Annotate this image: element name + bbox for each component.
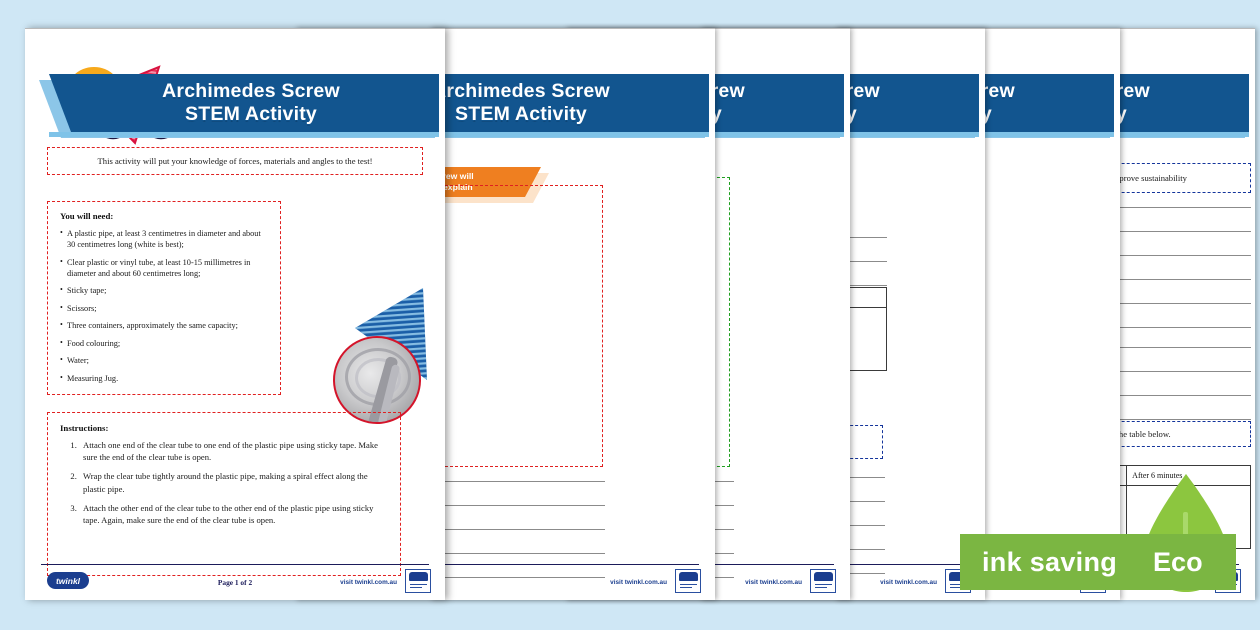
eco-badge: ink saving Eco: [960, 534, 1236, 590]
header-line2: STEM Activity: [455, 103, 587, 125]
eco-label: Eco: [1153, 546, 1203, 577]
table-cell[interactable]: [1036, 486, 1128, 548]
materials-box: You will need: A plastic pipe, at least …: [47, 201, 281, 395]
list-item: A plastic pipe, at least 3 centimetres i…: [60, 228, 270, 250]
table-header-cell: After 6 minutes: [1132, 471, 1183, 480]
twinkl-seal-icon: [675, 569, 701, 593]
footer-divider: [311, 563, 699, 565]
list-item: Water;: [60, 355, 270, 366]
note-text-p6-mid: g volumes in the table below.: [1070, 428, 1171, 439]
twinkl-seal-icon: [405, 569, 431, 593]
footer-visit-link[interactable]: visit twinkl.com.au: [745, 579, 802, 586]
header-line1: Archimedes Screw: [162, 80, 340, 102]
document-page-1[interactable]: Archimedes Screw STEM Activity This acti…: [25, 28, 445, 600]
intro-box: This activity will put your knowledge of…: [47, 147, 423, 175]
list-item: Sticky tape;: [60, 285, 270, 296]
footer-visit-link[interactable]: visit twinkl.com.au: [880, 579, 937, 586]
materials-list: A plastic pipe, at least 3 centimetres i…: [60, 228, 270, 384]
list-item: Three containers, approximately the same…: [60, 320, 270, 331]
header-line1: Archimedes Screw: [432, 80, 610, 102]
list-item: Attach the other end of the clear tube t…: [79, 502, 390, 526]
list-item: Food colouring;: [60, 338, 270, 349]
instructions-box: Instructions: Attach one end of the clea…: [47, 412, 401, 576]
screw-photo: [333, 336, 421, 424]
intro-text: This activity will put your knowledge of…: [97, 155, 373, 166]
note-text-p6-top: rn world to improve sustainability: [1070, 172, 1187, 183]
page-number: Page 1 of 2: [217, 578, 253, 587]
ink-saving-label: ink saving: [982, 546, 1118, 577]
answer-box-p2[interactable]: [435, 185, 603, 467]
archimedes-screw-illustration: [325, 284, 445, 424]
list-item: Wrap the clear tube tightly around the p…: [79, 470, 390, 494]
writing-lines-p6-a: [1061, 207, 1251, 329]
header-line2: STEM Activity: [185, 103, 317, 125]
footer-visit-link[interactable]: visit twinkl.com.au: [610, 579, 667, 586]
list-item: Attach one end of the clear tube to one …: [79, 439, 390, 463]
list-item: Clear plastic or vinyl tube, at least 10…: [60, 257, 270, 279]
footer-divider: [41, 563, 429, 565]
instructions-title: Instructions:: [60, 423, 109, 433]
writing-lines-p6-b: [1061, 347, 1251, 421]
list-item: Scissors;: [60, 303, 270, 314]
twinkl-logo[interactable]: twinkl: [47, 572, 89, 589]
footer-visit-link[interactable]: visit twinkl.com.au: [340, 579, 397, 586]
twinkl-seal-icon: [810, 569, 836, 593]
list-item: Measuring Jug.: [60, 373, 270, 384]
instructions-list: Attach one end of the clear tube to one …: [79, 439, 390, 526]
page-header-banner-1: Archimedes Screw STEM Activity: [39, 74, 439, 138]
materials-title: You will need:: [60, 211, 114, 221]
writing-lines-p2: [435, 481, 605, 579]
